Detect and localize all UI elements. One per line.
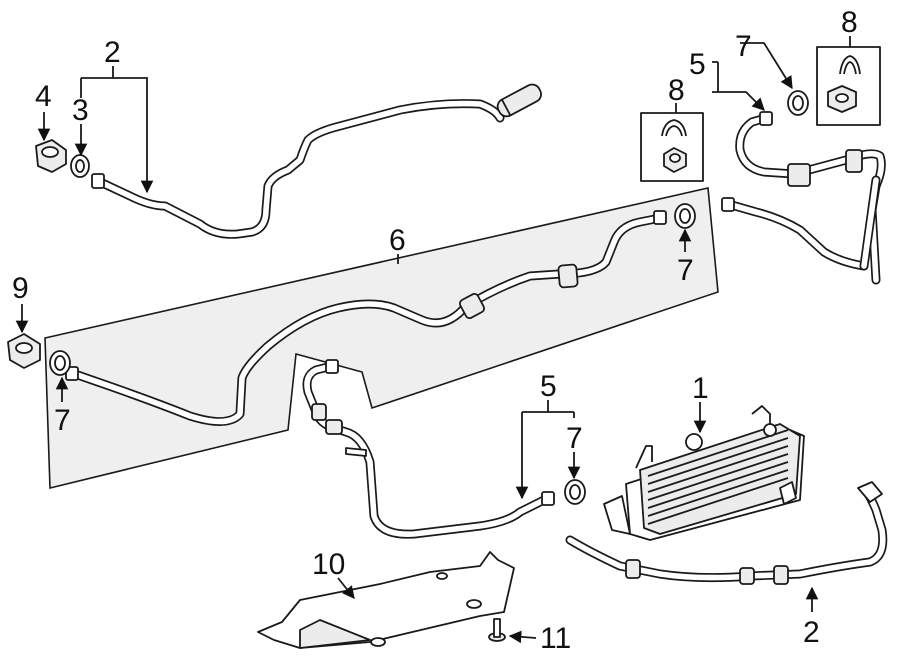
callout-11: 11 bbox=[540, 622, 571, 655]
cooler-tube-part-5-upper bbox=[721, 111, 886, 285]
callout-7-right: 7 bbox=[677, 254, 694, 287]
washer-part-7-middle bbox=[564, 479, 586, 505]
washer-part-3 bbox=[70, 154, 90, 178]
transmission-oil-cooler-part-1 bbox=[603, 405, 805, 541]
callout-4: 4 bbox=[35, 80, 52, 113]
callout-7-middle: 7 bbox=[566, 422, 583, 455]
callout-7-left: 7 bbox=[54, 404, 71, 437]
callout-1: 1 bbox=[692, 372, 709, 405]
cooler-tube-lower bbox=[565, 481, 888, 585]
cooler-tube-long-part-6 bbox=[65, 210, 667, 426]
callout-2-bottom: 2 bbox=[803, 616, 820, 649]
callout-6: 6 bbox=[389, 224, 406, 257]
callout-5-top: 5 bbox=[689, 48, 706, 81]
part-6-group-panel bbox=[44, 187, 719, 490]
clip-box-part-8-right bbox=[816, 46, 881, 126]
leader-lines bbox=[15, 36, 851, 644]
callout-5-mid: 5 bbox=[540, 370, 557, 403]
heat-shield-part-10 bbox=[257, 551, 515, 649]
callout-8-right: 8 bbox=[841, 6, 858, 39]
callout-10: 10 bbox=[312, 548, 345, 581]
nut-part-9 bbox=[7, 333, 41, 369]
cooler-tube-upper bbox=[91, 83, 542, 239]
callout-7-top: 7 bbox=[735, 30, 752, 63]
callout-3: 3 bbox=[72, 94, 89, 127]
clip-box-part-8-left bbox=[640, 112, 704, 182]
callout-9: 9 bbox=[12, 272, 29, 305]
callout-2-top: 2 bbox=[104, 36, 121, 69]
callout-8-left: 8 bbox=[668, 74, 685, 107]
bolt-part-11 bbox=[488, 618, 506, 642]
washer-part-7-right bbox=[674, 203, 696, 229]
washer-part-7-left bbox=[49, 350, 71, 376]
nut-part-4 bbox=[35, 139, 67, 173]
cooler-tube-part-5-lower bbox=[302, 359, 555, 539]
washer-part-7-top bbox=[787, 90, 809, 116]
